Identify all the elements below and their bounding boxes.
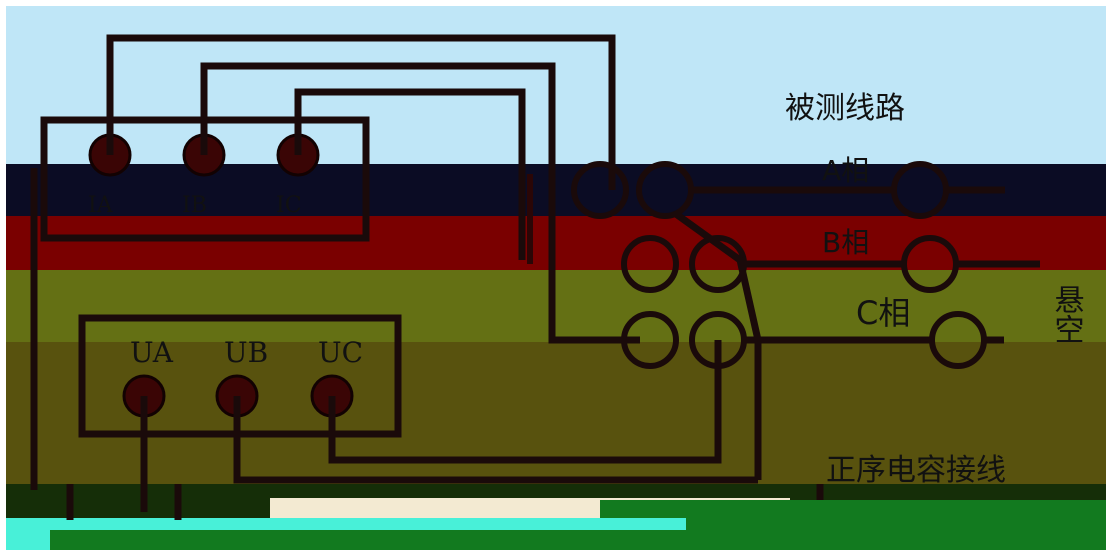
cross-wire <box>673 211 762 480</box>
voltage-terminal-label-ua: UA <box>130 336 174 369</box>
voltage-terminal-label-uc: UC <box>318 336 363 369</box>
coil-b1 <box>621 235 679 293</box>
wire-ub <box>233 396 758 484</box>
olive-band <box>6 270 1106 342</box>
current-terminal-label-ic: IC <box>276 193 302 218</box>
voltage-terminal-label-ub: UB <box>224 336 268 369</box>
label-phase-a: A相 <box>822 154 869 187</box>
current-terminal-label-ia: IA <box>88 193 114 218</box>
wire-ib <box>200 62 640 344</box>
wire-uc <box>328 340 722 464</box>
title-test-line: 被测线路 <box>785 91 905 126</box>
sky-band <box>6 6 1106 164</box>
line-coils <box>527 161 1040 480</box>
navy-band <box>6 164 1106 216</box>
label-phase-b: B相 <box>822 226 869 259</box>
label-phase-c: C相 <box>856 294 910 332</box>
coil-c1 <box>621 311 679 369</box>
coil-a1 <box>571 161 629 219</box>
bottom-green-band <box>50 530 1106 550</box>
current-terminal-label-ib: IB <box>182 193 207 218</box>
wire-ic <box>294 88 526 260</box>
label-positive-sequence: 正序电容接线 <box>826 453 1006 488</box>
label-floating: 悬空 <box>1049 284 1084 344</box>
wire-ia <box>106 34 616 190</box>
red-band <box>6 216 1106 270</box>
